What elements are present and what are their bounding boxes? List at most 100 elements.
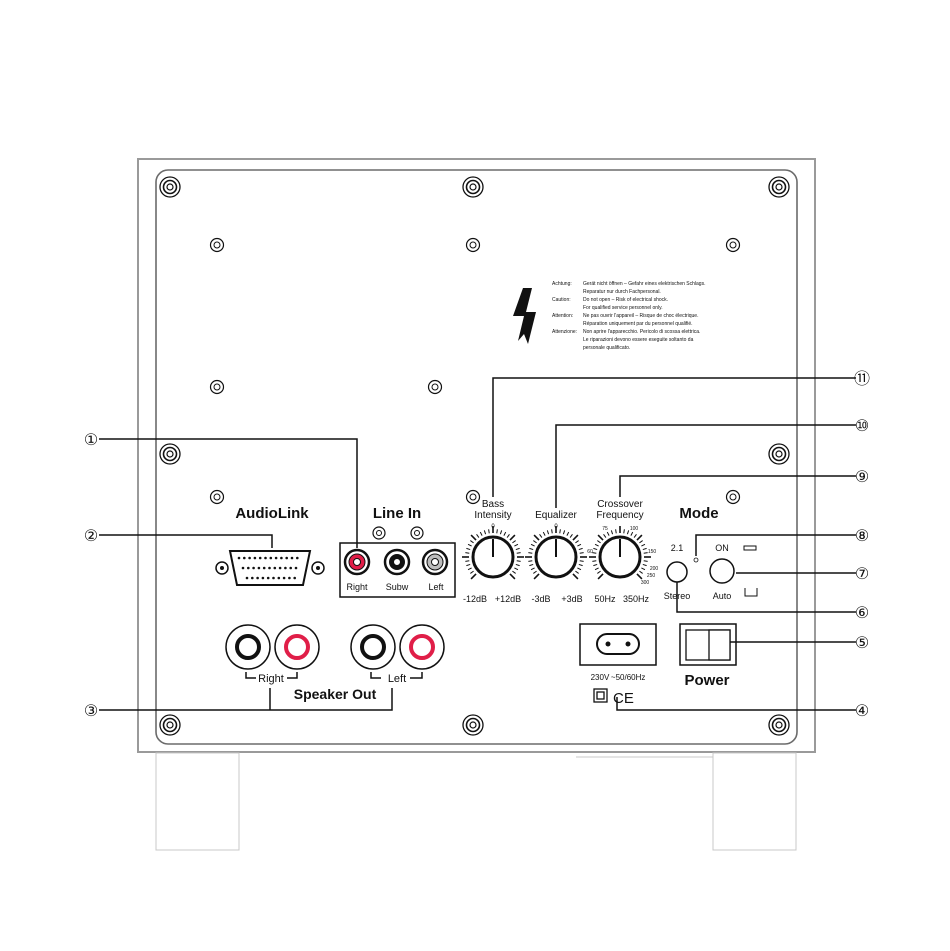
speaker-out-label: Speaker Out xyxy=(294,686,377,702)
warning-key: Attenzione: xyxy=(552,329,577,335)
bass-max-label: +12dB xyxy=(495,594,521,604)
xo-max-label: 350Hz xyxy=(623,594,650,604)
panel-screws xyxy=(159,176,790,736)
small-screw-icon xyxy=(465,237,481,253)
auto-on-button[interactable] xyxy=(709,558,735,584)
warning-line: Le riparazioni devono essere eseguite so… xyxy=(583,337,694,343)
callout-lines xyxy=(99,377,856,711)
equalizer-label: Equalizer xyxy=(535,510,577,521)
xo-250-mark: 250 xyxy=(647,573,656,579)
xo-60-mark: 60 xyxy=(587,549,593,555)
small-screw-icon xyxy=(209,489,225,505)
callout-4: ④ xyxy=(855,703,869,720)
screw-icon xyxy=(768,443,790,465)
speaker-out-left-label: Left xyxy=(388,673,406,685)
xo-150-mark: 150 xyxy=(648,549,657,555)
speaker-out-right-black-terminal[interactable] xyxy=(225,624,271,670)
mains-inlet[interactable]: 230V ~50/60Hz CE xyxy=(579,623,657,707)
warning-line: Réparation uniquement par du personnel q… xyxy=(583,321,693,327)
audiolink-label: AudioLink xyxy=(235,505,309,522)
line-in-right-label: Right xyxy=(346,582,368,592)
on-label: ON xyxy=(715,543,729,553)
callout-6: ⑥ xyxy=(855,605,869,622)
small-screw-icon xyxy=(725,489,741,505)
speaker-out-right-red-terminal[interactable] xyxy=(274,624,320,670)
equalizer-knob[interactable]: Equalizer 0 -3dB +3dB xyxy=(525,510,587,604)
bass-label: Bass xyxy=(482,499,504,510)
line-in-right-jack[interactable] xyxy=(343,548,371,576)
callout-2: ② xyxy=(84,528,98,545)
warning-line: For qualified service personnel only. xyxy=(583,305,663,311)
line-in-subw-label: Subw xyxy=(386,582,409,592)
warning-line: Reparatur nur durch Fachpersonal. xyxy=(583,289,661,295)
speaker-out-left-red-terminal[interactable] xyxy=(399,624,445,670)
intensity-label: Intensity xyxy=(474,510,511,521)
callout-1: ① xyxy=(84,432,98,449)
callout-9: ⑨ xyxy=(855,469,869,486)
power-label: Power xyxy=(684,672,729,689)
warning-line: Non aprire l'apparecchio. Pericolo di sc… xyxy=(583,329,700,335)
screw-icon xyxy=(768,176,790,198)
ce-mark: CE xyxy=(613,690,634,707)
line-in-left-jack[interactable] xyxy=(421,548,449,576)
eq-max-label: +3dB xyxy=(561,594,582,604)
small-screw-icon xyxy=(427,379,443,395)
screw-icon xyxy=(159,176,181,198)
xo-300-mark: 300 xyxy=(641,580,650,586)
eq-min-label: -3dB xyxy=(531,594,550,604)
callout-10: ⑩ xyxy=(855,418,869,435)
warning-line: Do not open – Risk of electrical shock. xyxy=(583,297,668,303)
screw-icon xyxy=(462,176,484,198)
callout-7: ⑦ xyxy=(855,566,869,583)
warning-key: Achtung: xyxy=(552,281,572,287)
bass-min-label: -12dB xyxy=(463,594,487,604)
line-in-label: Line In xyxy=(373,505,421,522)
xo-min-label: 50Hz xyxy=(594,594,616,604)
on-indicator-icon xyxy=(743,545,757,551)
mode-led xyxy=(693,557,699,563)
callout-11: ⑪ xyxy=(854,370,870,388)
callout-8: ⑧ xyxy=(855,528,869,545)
speaker-out-left-black-terminal[interactable] xyxy=(350,624,396,670)
callouts: ① ② ③ ④ ⑤ ⑥ ⑦ ⑧ ⑨ ⑩ ⑪ xyxy=(84,370,870,720)
power-switch[interactable]: Power xyxy=(679,623,737,689)
auto-indicator-icon xyxy=(744,588,758,597)
speaker-out-group: Right Left Speaker Out xyxy=(225,624,445,702)
warning-line: Ne pas ouvrir l'appareil – Risque de cho… xyxy=(583,313,698,319)
line-in-group: Line In Right Subw Left xyxy=(339,505,456,598)
xo-100-mark: 100 xyxy=(630,526,639,532)
small-screw-icon xyxy=(465,489,481,505)
lightning-bolt-icon xyxy=(513,288,536,344)
screw-icon xyxy=(768,714,790,736)
screw-icon xyxy=(462,714,484,736)
audiolink-connector[interactable]: AudioLink xyxy=(215,505,325,586)
xo-75-mark: 75 xyxy=(602,526,608,532)
speaker-out-right-label: Right xyxy=(258,673,284,685)
mains-rating: 230V ~50/60Hz xyxy=(591,673,646,682)
warning-line: personale qualificato. xyxy=(583,345,630,351)
small-screw-icon xyxy=(209,237,225,253)
shock-warning: Achtung: Gerät nicht öffnen – Gefahr eine… xyxy=(513,281,705,351)
line-in-left-label: Left xyxy=(428,582,444,592)
warning-key: Attention: xyxy=(552,313,573,319)
xo-200-mark: 200 xyxy=(650,566,659,572)
callout-3: ③ xyxy=(84,703,98,720)
frequency-label: Frequency xyxy=(596,510,643,521)
crossover-frequency-knob[interactable]: Crossover Frequency 75 100 60 150 200 25… xyxy=(587,499,658,604)
auto-label: Auto xyxy=(713,591,732,601)
bass-intensity-knob[interactable]: Bass Intensity 0 -12dB +12dB xyxy=(462,499,524,604)
line-in-subw-jack[interactable] xyxy=(383,548,411,576)
mode-label: Mode xyxy=(679,505,718,522)
crossover-label: Crossover xyxy=(597,499,643,510)
warning-text: Achtung: Gerät nicht öffnen – Gefahr eine… xyxy=(552,281,705,351)
callout-5: ⑤ xyxy=(855,635,869,652)
panel-small-screws xyxy=(209,237,741,505)
warning-line: Gerät nicht öffnen – Gefahr eines elektr… xyxy=(583,281,705,287)
screw-icon xyxy=(159,714,181,736)
stereo-switch[interactable] xyxy=(666,561,688,583)
small-screw-icon xyxy=(209,379,225,395)
warning-key: Caution: xyxy=(552,297,571,303)
mode-2-1-label: 2.1 xyxy=(671,543,684,553)
small-screw-icon xyxy=(725,237,741,253)
